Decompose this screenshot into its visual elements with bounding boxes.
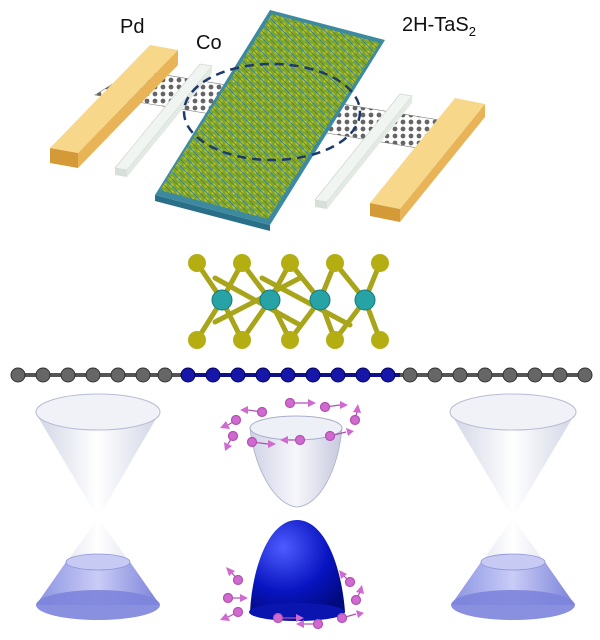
spin-texture-arrow-icon — [220, 397, 364, 630]
device-group — [50, 10, 485, 231]
pd-label: Pd — [120, 16, 145, 38]
co-electrode-right-icon — [314, 93, 413, 209]
co-label: Co — [196, 32, 222, 54]
region-highlight-ellipse — [182, 62, 362, 162]
tas2-label: 2H-TaS2 — [402, 14, 476, 39]
dirac-cone-right-icon — [449, 393, 577, 620]
dirac-cone-left-icon — [35, 393, 161, 620]
atomic-chain-icon — [10, 367, 593, 383]
tas2-crystal-structure-icon — [188, 254, 389, 349]
gapped-band-icon — [249, 415, 345, 621]
pd-electrode-right-icon — [370, 98, 485, 222]
tas2-flake-icon — [155, 10, 385, 231]
co-electrode-left-icon — [114, 63, 213, 177]
tas2-label-main: 2H-TaS — [402, 14, 469, 36]
tas2-label-subscript: 2 — [468, 24, 476, 39]
pd-electrode-left-icon — [50, 45, 178, 168]
